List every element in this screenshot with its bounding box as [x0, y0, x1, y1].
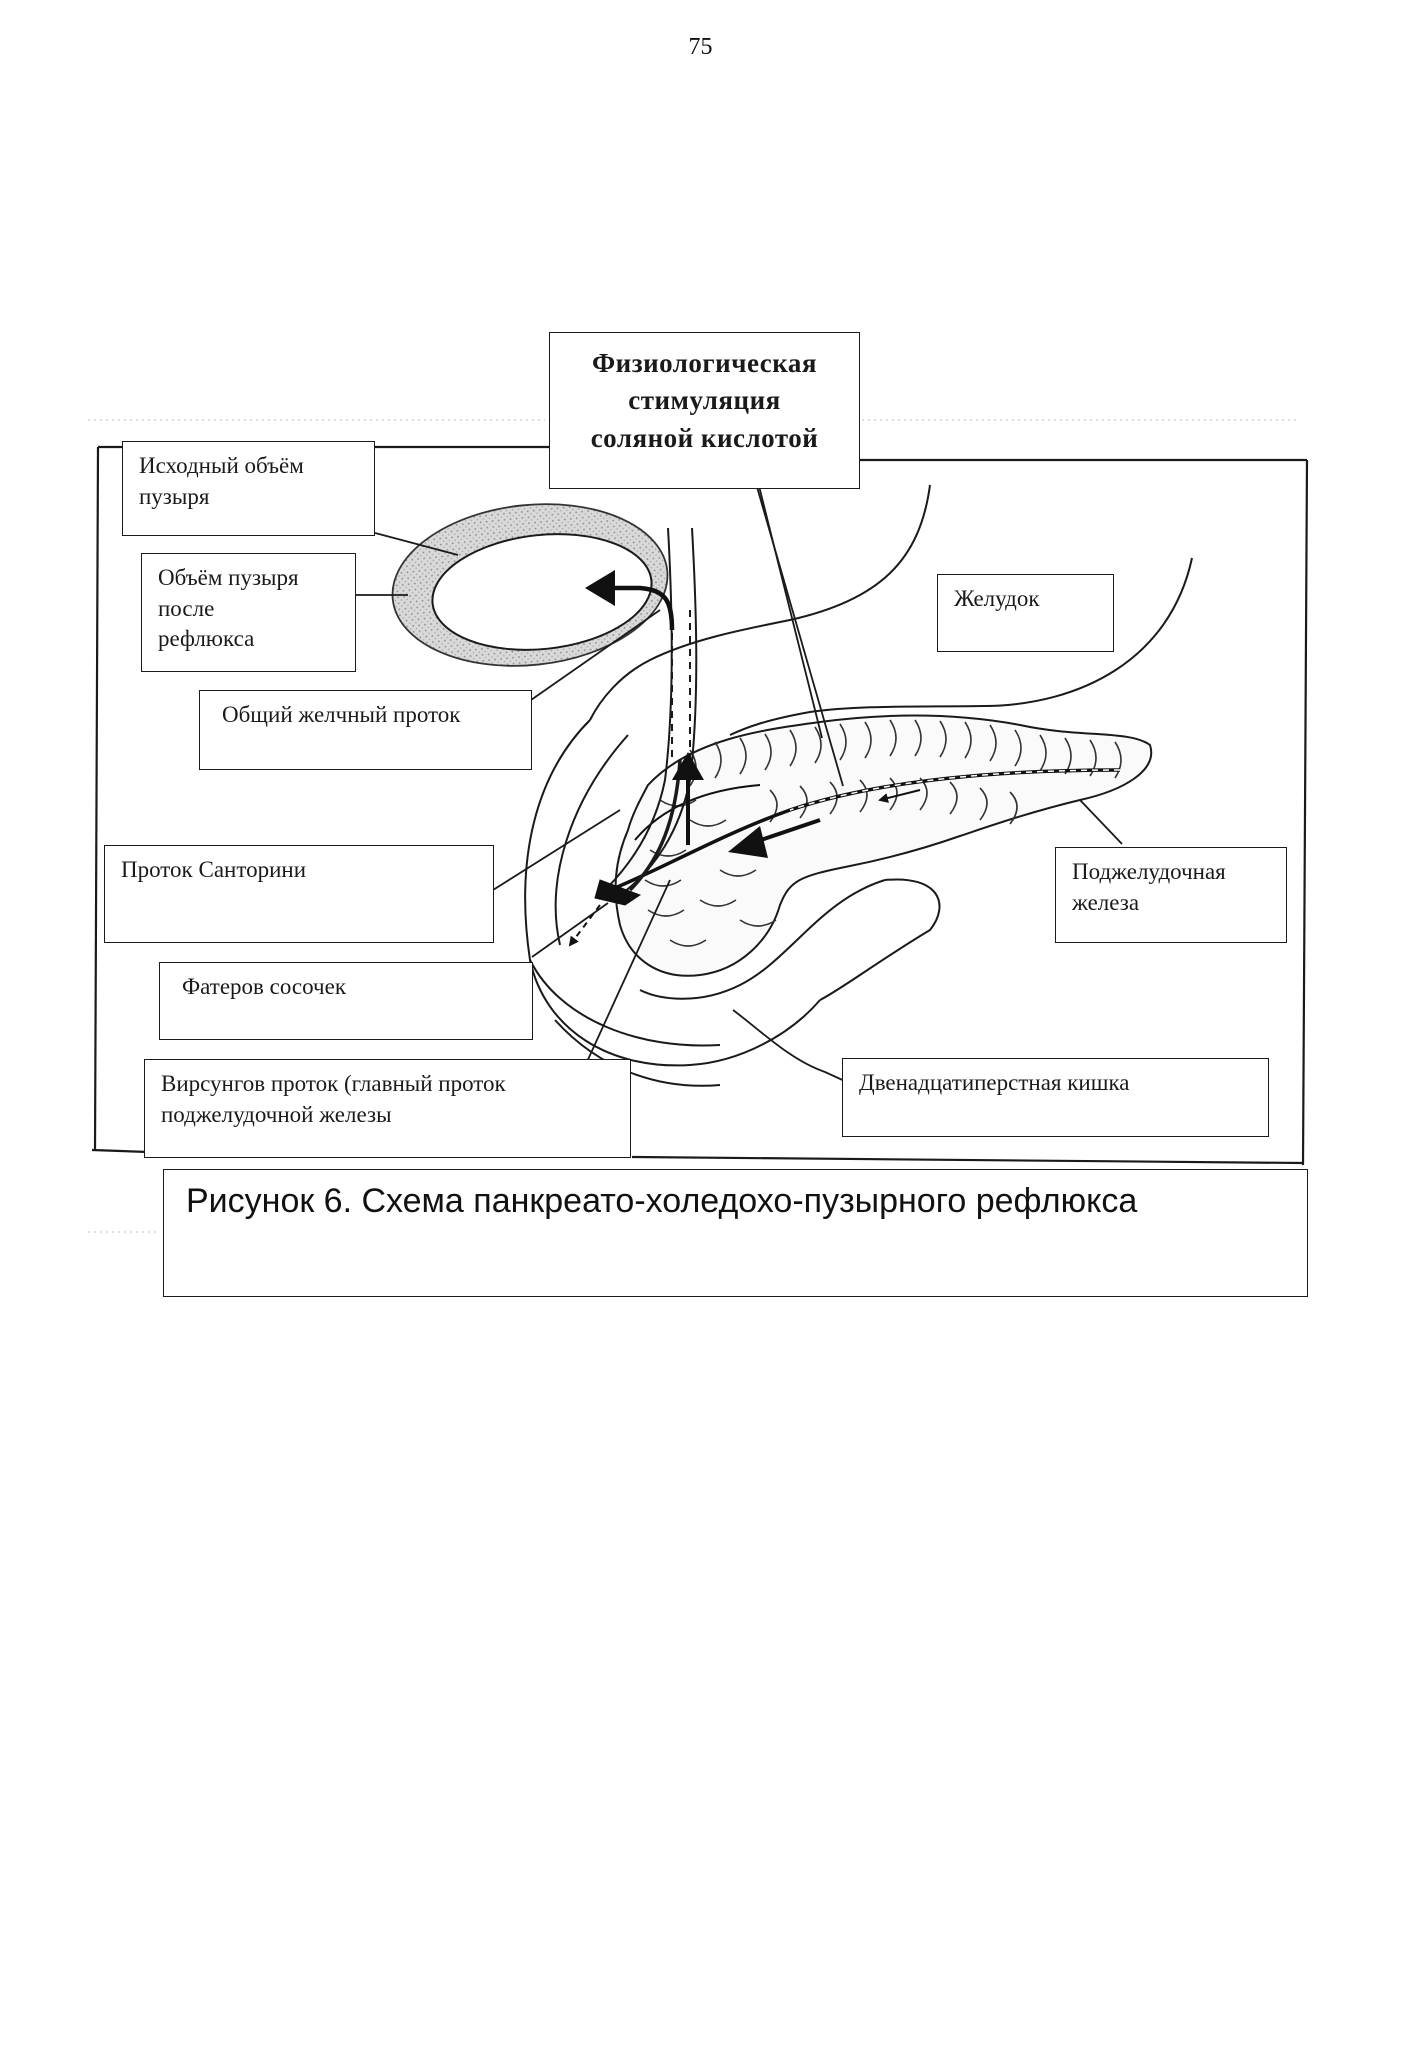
figure-caption: Рисунок 6. Схема панкреато-холедохо-пузы…	[163, 1169, 1308, 1297]
gallbladder-after-reflux	[431, 533, 653, 651]
label-vater-papilla: Фатеров сосочек	[159, 962, 533, 1040]
duodenum	[524, 719, 941, 1087]
label-wirsung-duct: Вирсунгов проток (главный проток поджелу…	[144, 1059, 631, 1158]
scan-dotted-lines	[88, 419, 1300, 1233]
label-stomach: Желудок	[937, 574, 1114, 652]
label-duodenum: Двенадцатиперстная кишка	[842, 1058, 1269, 1137]
label-pancreas: Поджелудочная железа	[1055, 847, 1287, 943]
label-initial-volume: Исходный объём пузыря	[122, 441, 375, 536]
leader-lines	[355, 479, 1123, 1089]
reflux-arrows	[568, 570, 921, 947]
label-common-bile-duct: Общий желчный проток	[199, 690, 532, 770]
pancreas-lobules	[644, 719, 1122, 947]
label-volume-after-reflux: Объём пузыря после рефлюкса	[141, 553, 356, 672]
pancreas	[614, 714, 1153, 977]
page-number: 75	[688, 34, 713, 60]
ampulla	[594, 879, 642, 906]
label-santorini-duct: Проток Санторини	[104, 845, 494, 943]
label-stimulation: Физиологическая стимуляция соляной кисло…	[549, 332, 860, 489]
stomach	[589, 484, 1193, 736]
